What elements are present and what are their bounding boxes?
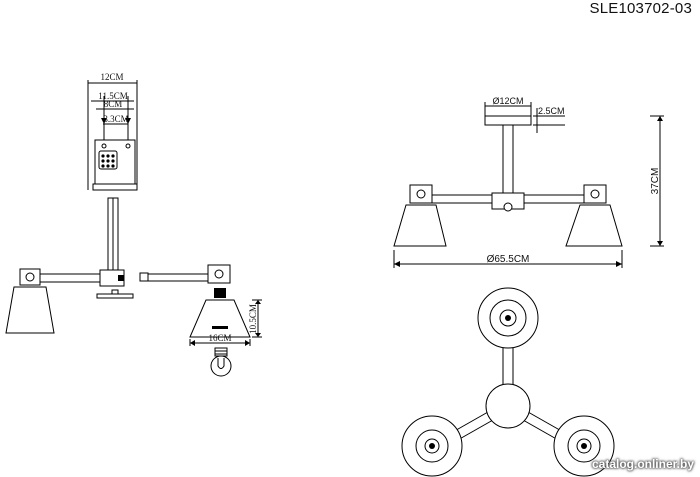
hole-spacing-label: 8CM <box>104 99 123 109</box>
shade-diameter-label: 16CM <box>208 333 231 343</box>
canopy-diameter-label: Ø12CM <box>492 96 523 106</box>
front-elevation: Ø12CM 2.5CM 37CM Ø65.5C <box>393 96 664 268</box>
exploded-parts: 10.5CM 16CM <box>5 197 262 377</box>
mounting-plate-detail: 12CM 11.5CM 8CM 3.3CM <box>87 72 138 191</box>
top-plan-view <box>401 287 615 477</box>
terminal-block <box>98 150 118 170</box>
total-diameter-label: Ø65.5CM <box>487 254 530 265</box>
shade-height-label: 10.5CM <box>248 304 258 334</box>
watermark: catalog.onliner.by <box>591 457 694 471</box>
total-height-label: 37CM <box>650 168 661 195</box>
hole-offset-label: 3.3CM <box>103 114 128 124</box>
inner-width-label: 11.5CM <box>98 91 127 101</box>
canopy-height-label: 2.5CM <box>538 106 565 116</box>
model-title: SLE103702-03 <box>589 0 692 17</box>
bulb-icon <box>210 347 232 377</box>
box-width-label: 12CM <box>100 72 123 82</box>
